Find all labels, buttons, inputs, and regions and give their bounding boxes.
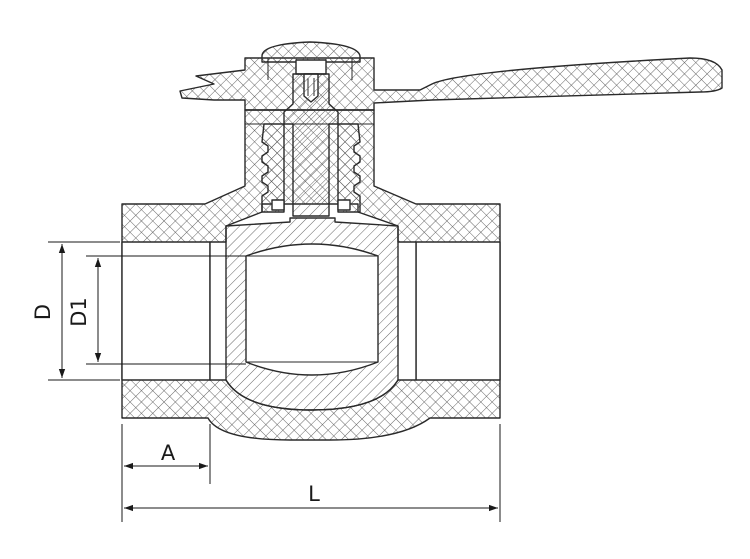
socket-bore-left (121, 241, 211, 381)
stem (283, 73, 339, 217)
o-ring-right (337, 199, 351, 211)
socket-bore-right (415, 241, 501, 381)
stem-thread-right (337, 123, 361, 213)
ball-bore (245, 243, 379, 376)
screw-head (295, 59, 327, 75)
dimension-d1-label: D1 (67, 297, 91, 327)
o-ring-left (271, 199, 285, 211)
dimension-a: A (121, 424, 211, 522)
stem-thread-left (261, 123, 285, 213)
dimension-l-label: L (308, 482, 320, 506)
dimension-l: L (124, 424, 501, 522)
dimension-a-label: A (161, 441, 176, 465)
dimension-d1: D1 (67, 255, 246, 365)
dimension-d-label: D (31, 304, 55, 320)
dimension-d: D (31, 241, 120, 381)
handle-cap (261, 41, 361, 63)
handle-lever (179, 57, 723, 111)
